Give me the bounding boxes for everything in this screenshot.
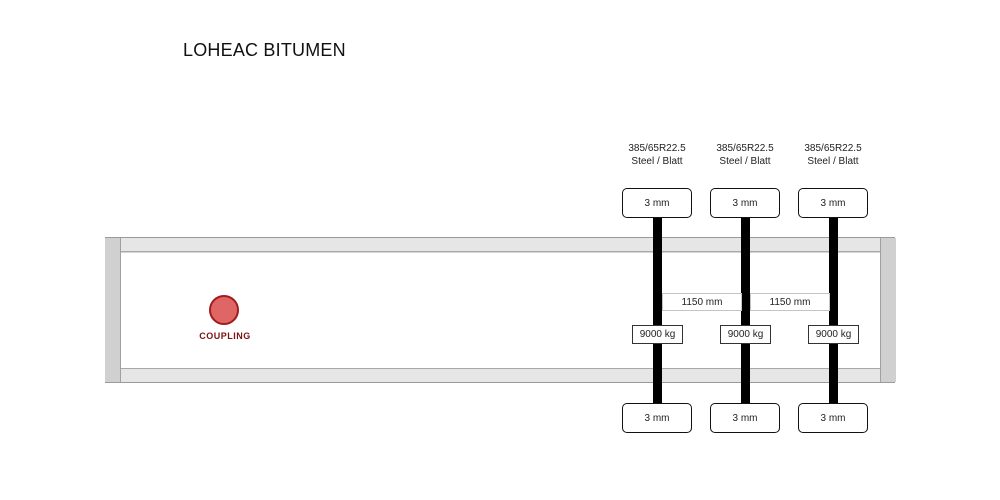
tire-type: Steel / Blatt [719, 156, 771, 167]
tyre-left-tread[interactable]: 3 mm [622, 188, 692, 218]
axle-spacing-2-3[interactable]: 1150 mm [750, 293, 830, 311]
tire-type: Steel / Blatt [807, 156, 859, 167]
axle-load[interactable]: 9000 kg [720, 325, 771, 344]
tire-size: 385/65R22.5 [628, 143, 686, 154]
axle-load[interactable]: 9000 kg [808, 325, 859, 344]
axle-1-tire-spec: 385/65R22.5 Steel / Blatt [607, 142, 707, 168]
chassis-rear-end [880, 238, 896, 382]
coupling-marker[interactable] [209, 295, 239, 325]
tyre-right-tread[interactable]: 3 mm [798, 403, 868, 433]
coupling-label: COUPLING [199, 331, 251, 341]
tire-size: 385/65R22.5 [716, 143, 774, 154]
tyre-left-tread[interactable]: 3 mm [710, 188, 780, 218]
tire-size: 385/65R22.5 [804, 143, 862, 154]
axle-beam [829, 218, 838, 404]
tyre-left-tread[interactable]: 3 mm [798, 188, 868, 218]
page-title: LOHEAC BITUMEN [183, 40, 346, 60]
axle-spacing-1-2[interactable]: 1150 mm [662, 293, 742, 311]
tyre-right-tread[interactable]: 3 mm [622, 403, 692, 433]
axle-2-tire-spec: 385/65R22.5 Steel / Blatt [695, 142, 795, 168]
chassis-rail-bottom [120, 368, 880, 382]
axle-beam [741, 218, 750, 404]
axle-3-tire-spec: 385/65R22.5 Steel / Blatt [783, 142, 883, 168]
chassis-front-end [105, 238, 121, 382]
chassis-rail-top [120, 238, 880, 252]
tyre-right-tread[interactable]: 3 mm [710, 403, 780, 433]
tire-type: Steel / Blatt [631, 156, 683, 167]
axle-beam [653, 218, 662, 404]
axle-load[interactable]: 9000 kg [632, 325, 683, 344]
